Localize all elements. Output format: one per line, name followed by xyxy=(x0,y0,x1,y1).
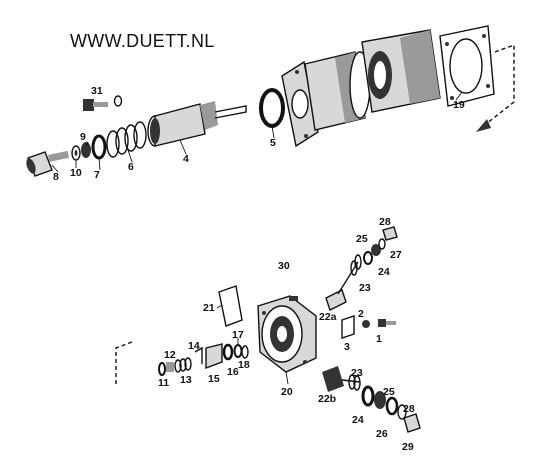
part-22a-lever xyxy=(325,261,359,311)
callout-13: 13 xyxy=(180,374,192,386)
part-1-bolt xyxy=(378,319,396,327)
part-10-washer xyxy=(71,145,81,161)
callout-22a: 22a xyxy=(319,311,337,323)
callout-27-lower: 28 xyxy=(403,403,415,415)
part-31-washer xyxy=(113,95,123,107)
callout-23-lower: 23 xyxy=(351,367,363,379)
callout-23-upper: 23 xyxy=(359,282,371,294)
callout-3: 3 xyxy=(344,341,350,353)
callout-7: 7 xyxy=(94,169,100,181)
part-29-screw xyxy=(289,296,298,301)
part-16-washer xyxy=(222,343,234,361)
part-17-washer xyxy=(233,344,243,358)
callout-labels: 8 10 9 7 6 4 31 5 19 21 30 17 18 16 15 1… xyxy=(53,85,465,453)
part-8-adjuster xyxy=(26,150,70,177)
callout-4: 4 xyxy=(183,153,189,165)
part-22b-lever xyxy=(322,366,361,392)
callout-5: 5 xyxy=(270,137,276,149)
callout-29: 30 xyxy=(278,260,290,272)
lower-dashed-arrow xyxy=(115,341,133,384)
callout-10: 10 xyxy=(70,167,82,179)
part-26-lower-washer xyxy=(385,396,399,416)
part-13-spring xyxy=(174,357,192,373)
part-21-cover xyxy=(218,285,243,327)
callout-22b: 22b xyxy=(318,393,336,405)
part-14-clip xyxy=(194,346,203,364)
part-28-upper-cap xyxy=(382,226,398,241)
part-27-upper-washer xyxy=(378,238,386,250)
part-27-lower-washer xyxy=(397,404,407,420)
upper-flange-plate xyxy=(281,60,319,148)
callout-16: 16 xyxy=(227,366,239,378)
website-watermark: WWW.DUETT.NL xyxy=(70,31,215,51)
upper-housing xyxy=(361,29,441,113)
callout-30: 31 xyxy=(91,85,103,97)
part-5-gasket xyxy=(259,88,285,128)
part-24-lower-washer xyxy=(361,385,375,407)
callout-24-upper: 24 xyxy=(378,266,390,278)
part-12-sleeve xyxy=(166,362,174,372)
callout-25-lower: 25 xyxy=(383,386,395,398)
callout-17: 17 xyxy=(232,329,244,341)
part-30-bolt xyxy=(83,99,108,111)
part-25-upper-nut xyxy=(371,244,381,256)
callout-6: 6 xyxy=(128,161,134,173)
callout-18: 18 xyxy=(238,359,250,371)
callout-27-upper: 27 xyxy=(390,249,402,261)
upper-dashed-arrow xyxy=(476,43,515,132)
part-15-bracket xyxy=(205,343,223,370)
callout-14: 14 xyxy=(188,340,200,352)
callout-11: 11 xyxy=(158,377,169,389)
callout-2: 2 xyxy=(358,308,364,320)
part-28-lower-cap xyxy=(403,413,421,433)
callout-21: 21 xyxy=(203,302,215,314)
callout-24-lower: 24 xyxy=(352,414,364,426)
part-7-ring xyxy=(91,134,107,160)
part-25-lower-nut xyxy=(374,391,386,409)
part-24-upper-washer xyxy=(363,251,373,265)
callout-28-upper: 28 xyxy=(379,216,391,228)
part-11-washer xyxy=(158,362,166,376)
part-3-bracket xyxy=(341,315,355,339)
callout-26: 26 xyxy=(376,428,388,440)
part-9-nut xyxy=(81,142,91,158)
part-19-gasket-plate xyxy=(439,25,495,107)
part-20-housing xyxy=(257,295,317,373)
callout-25-upper: 25 xyxy=(356,233,368,245)
callout-28-lower: 29 xyxy=(402,441,414,453)
part-2-nut xyxy=(362,320,370,328)
callout-15: 15 xyxy=(208,373,220,385)
part-23-lower-spring xyxy=(348,374,361,391)
callout-20: 20 xyxy=(281,386,293,398)
callout-8: 8 xyxy=(53,171,59,183)
callout-19: 19 xyxy=(453,99,465,111)
callout-9: 9 xyxy=(80,131,86,143)
callout-12: 12 xyxy=(164,349,176,361)
part-18-ring xyxy=(241,345,249,359)
part-23-upper-spring xyxy=(350,254,362,276)
callout-1: 1 xyxy=(376,333,382,345)
upper-cylinder-body xyxy=(304,51,371,131)
part-4-plunger xyxy=(147,101,247,147)
leader-lines xyxy=(51,91,463,385)
part-6-spring xyxy=(106,121,147,158)
